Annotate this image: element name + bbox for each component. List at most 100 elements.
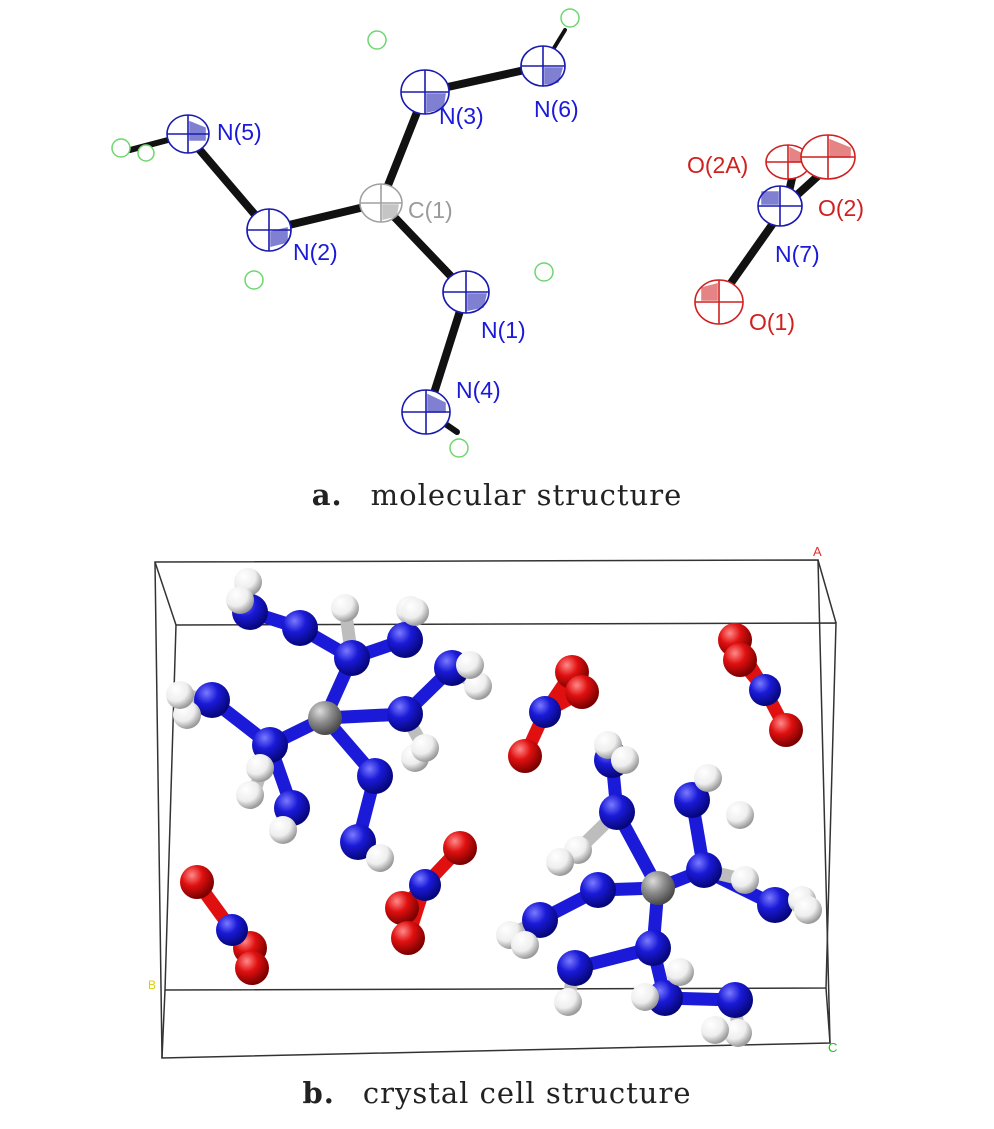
axis-label-c: C	[828, 1040, 837, 1055]
nitrogen-atom	[252, 727, 288, 763]
caption-a-text: molecular structure	[370, 478, 683, 512]
hydrogen-atom	[546, 848, 574, 876]
nitrogen-atom	[387, 696, 423, 732]
hydrogen-atom	[611, 746, 639, 774]
oxygen-atom	[723, 643, 757, 677]
nitrogen-atom	[334, 640, 370, 676]
hydrogen-atom	[724, 1019, 752, 1047]
axis-label-b: B	[148, 978, 156, 992]
atom-labels: N(5) N(3) N(6) C(1) N(2) N(1) N(4) O(2A)…	[217, 96, 864, 403]
hydrogen-atom	[269, 816, 297, 844]
nitrogen-atom	[635, 930, 671, 966]
hydrogen-atom	[534, 262, 554, 282]
nitrogen-atom	[409, 869, 441, 901]
nitrogen-atom	[529, 696, 561, 728]
nitrogen-atom	[749, 674, 781, 706]
hydrogen-atom	[726, 801, 754, 829]
hydrogen-atom	[554, 988, 582, 1016]
nitrogen-atom	[757, 887, 793, 923]
label-n1: N(1)	[481, 317, 526, 343]
crystal-cell-diagram: A B C	[148, 544, 837, 1059]
oxygen-atom	[565, 675, 599, 709]
oxygen-atom	[235, 951, 269, 985]
label-n4: N(4)	[456, 377, 501, 403]
oxygen-atom	[180, 865, 214, 899]
nitrogen-atom	[522, 902, 558, 938]
atom-o1	[694, 279, 744, 325]
hydrogen-atom	[401, 598, 429, 626]
nitrogen-atom	[387, 622, 423, 658]
nitrogen-atom	[357, 758, 393, 794]
crystal-cell-panel: A B C	[0, 530, 994, 1070]
hydrogen-atom	[366, 844, 394, 872]
oxygen-atom	[769, 713, 803, 747]
label-n6: N(6)	[534, 96, 579, 122]
carbon-atom	[308, 701, 342, 735]
bonds	[127, 28, 834, 435]
nitrogen-atom	[282, 610, 318, 646]
hydrogen-atom	[560, 8, 580, 28]
hydrogen-atom	[244, 270, 264, 290]
hydrogen-atoms	[111, 8, 580, 458]
nitrogen-atom	[340, 824, 376, 860]
label-n5: N(5)	[217, 119, 262, 145]
atom-n1	[442, 270, 490, 314]
oxygen-atom	[443, 831, 477, 865]
unit-cell-box	[154, 559, 837, 1059]
atom-o2	[800, 134, 856, 180]
nitrogen-atom	[674, 782, 710, 818]
atom-spheres	[166, 568, 822, 1047]
hydrogen-atom	[666, 958, 694, 986]
hydrogen-atom	[631, 983, 659, 1011]
nitrogen-atom	[686, 852, 722, 888]
nitrogen-atom	[580, 872, 616, 908]
nitrogen-atom	[599, 794, 635, 830]
atom-c1	[359, 183, 403, 223]
atom-n4	[401, 389, 451, 435]
oxygen-atom	[385, 891, 419, 925]
atom-ellipsoids	[166, 45, 856, 435]
hydrogen-atom	[464, 672, 492, 700]
label-n2: N(2)	[293, 239, 338, 265]
axis-label-a: A	[813, 544, 822, 559]
atom-n2	[246, 208, 292, 252]
nitrogen-atom	[717, 982, 753, 1018]
caption-b: b. crystal cell structure	[0, 1076, 994, 1110]
oxygen-atom	[508, 739, 542, 773]
label-o1: O(1)	[749, 309, 795, 335]
carbon-atom	[641, 871, 675, 905]
caption-b-text: crystal cell structure	[362, 1076, 692, 1110]
hydrogen-atom	[331, 594, 359, 622]
nitrogen-atom	[216, 914, 248, 946]
label-n7: N(7)	[775, 241, 820, 267]
molecular-structure-diagram: N(5) N(3) N(6) C(1) N(2) N(1) N(4) O(2A)…	[111, 8, 864, 458]
hydrogen-atom	[694, 764, 722, 792]
nitrogen-atom	[194, 682, 230, 718]
atom-n6	[520, 45, 566, 87]
hydrogen-atom	[511, 931, 539, 959]
hydrogen-atom	[111, 138, 131, 158]
hydrogen-atom	[246, 754, 274, 782]
label-c1: C(1)	[408, 197, 453, 223]
caption-b-letter: b.	[302, 1076, 335, 1110]
hydrogen-atom	[226, 586, 254, 614]
hydrogen-atom	[166, 681, 194, 709]
hydrogen-atom	[137, 144, 155, 162]
nitrogen-atom	[557, 950, 593, 986]
hydrogen-atom	[449, 438, 469, 458]
hydrogen-atom	[701, 1016, 729, 1044]
oxygen-atom	[391, 921, 425, 955]
label-o2a: O(2A)	[687, 152, 748, 178]
hydrogen-atom	[236, 781, 264, 809]
atom-n5	[166, 114, 210, 154]
hydrogen-atom	[367, 30, 387, 50]
atom-n3	[400, 69, 450, 115]
hydrogen-atom	[731, 866, 759, 894]
hydrogen-atom	[411, 734, 439, 762]
molecular-structure-panel: N(5) N(3) N(6) C(1) N(2) N(1) N(4) O(2A)…	[0, 0, 994, 480]
caption-a: a.molecular structure	[0, 478, 994, 512]
label-o2: O(2)	[818, 195, 864, 221]
hydrogen-atom	[456, 651, 484, 679]
hydrogen-atom	[794, 896, 822, 924]
atom-n7	[757, 185, 803, 227]
